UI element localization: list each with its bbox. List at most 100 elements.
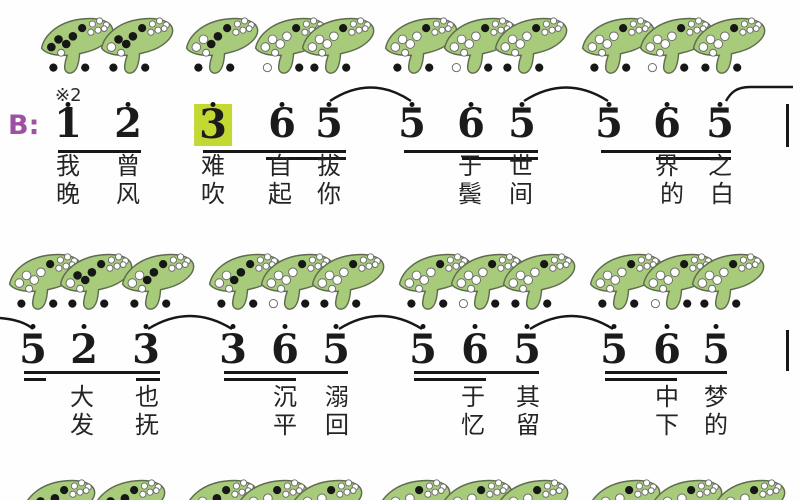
note-5: 5 xyxy=(315,100,343,147)
slur-tie xyxy=(724,85,793,102)
note-octave-dot xyxy=(210,102,216,107)
ocarina-fingering-chart-partial-5 xyxy=(585,474,663,500)
note-octave-dot xyxy=(326,102,332,107)
ocarina-icon xyxy=(692,17,766,74)
ocarina-icon xyxy=(382,479,451,500)
beam-line xyxy=(58,150,141,153)
slur-tie xyxy=(523,86,609,103)
note-5: 5 xyxy=(322,326,350,373)
ocarina-icon xyxy=(294,479,363,500)
note-octave-dot xyxy=(81,324,87,329)
note-5: 5 xyxy=(595,100,623,147)
lyric-char: 自 xyxy=(268,152,292,180)
lyric-char: 大 xyxy=(70,383,94,411)
ocarina-icon xyxy=(97,479,166,500)
repeat-annotation: ※2 xyxy=(55,85,82,106)
lyric-char: 留 xyxy=(516,411,540,439)
note-octave-dot xyxy=(713,324,719,329)
ocarina-fingering-chart-5 xyxy=(6,248,84,312)
note-5: 5 xyxy=(398,100,426,147)
note-octave-dot xyxy=(30,324,36,329)
note-5: 5 xyxy=(19,326,47,373)
ocarina-fingering-chart-5 xyxy=(587,248,665,312)
ocarina-icon xyxy=(592,479,661,500)
ocarina-fingering-chart-partial-2 xyxy=(90,474,168,500)
lyric-char: 忆 xyxy=(461,411,485,439)
ocarina-fingering-chart-2 xyxy=(57,248,135,312)
lyric-char: 中 xyxy=(655,383,679,411)
note-6: 6 xyxy=(457,100,485,147)
note-5: 5 xyxy=(508,100,536,147)
beam-line-second xyxy=(266,157,346,160)
lyric-char: 我 xyxy=(56,152,80,180)
note-octave-dot xyxy=(664,324,670,329)
lyric-char: 的 xyxy=(704,411,728,439)
lyric-char: 世 xyxy=(509,152,533,180)
note-octave-dot xyxy=(143,324,149,329)
lyric-char: 界 xyxy=(655,152,679,180)
note-6: 6 xyxy=(461,326,489,373)
lyric-char: 抚 xyxy=(135,411,159,439)
ocarina-fingering-chart-1 xyxy=(38,12,116,76)
ocarina-fingering-chart-partial-6 xyxy=(437,474,515,500)
lyric-char: 梦 xyxy=(704,383,728,411)
ocarina-fingering-chart-partial-5 xyxy=(287,474,365,500)
ocarina-fingering-chart-5 xyxy=(299,12,377,76)
lyric-char: 风 xyxy=(116,180,140,208)
ocarina-icon xyxy=(27,479,96,500)
lyric-char: 其 xyxy=(516,383,540,411)
ocarina-fingering-chart-3 xyxy=(119,248,197,312)
ocarina-fingering-chart-5 xyxy=(396,248,474,312)
note-octave-dot xyxy=(664,102,670,107)
note-6: 6 xyxy=(653,326,681,373)
note-5: 5 xyxy=(513,326,541,373)
lyric-char: 拔 xyxy=(317,152,341,180)
ocarina-icon xyxy=(301,17,375,74)
lyric-char: 下 xyxy=(655,411,679,439)
beam-line-second xyxy=(414,378,486,381)
ocarina-fingering-chart-3 xyxy=(183,12,261,76)
lyric-char: 鬓 xyxy=(458,180,482,208)
ocarina-fingering-chart-partial-5 xyxy=(710,474,788,500)
ocarina-icon xyxy=(691,253,765,310)
ocarina-fingering-chart-partial-5 xyxy=(375,474,453,500)
lyric-char: 晚 xyxy=(56,180,80,208)
note-octave-dot xyxy=(333,324,339,329)
ocarina-icon xyxy=(100,17,174,74)
note-5: 5 xyxy=(706,100,734,147)
ocarina-icon xyxy=(717,479,786,500)
ocarina-icon xyxy=(450,253,524,310)
lyric-char: 之 xyxy=(708,152,732,180)
beam-line-second xyxy=(224,378,296,381)
note-5: 5 xyxy=(702,326,730,373)
ocarina-fingering-chart-6 xyxy=(252,12,330,76)
ocarina-icon xyxy=(654,479,723,500)
ocarina-fingering-chart-5 xyxy=(309,248,387,312)
ocarina-icon xyxy=(8,253,82,310)
note-octave-dot xyxy=(420,324,426,329)
note-octave-dot xyxy=(468,102,474,107)
note-octave-dot xyxy=(125,102,131,107)
lyric-char: 于 xyxy=(461,383,485,411)
ocarina-icon xyxy=(40,17,114,74)
lyric-char: 于 xyxy=(458,152,482,180)
ocarina-fingering-chart-5 xyxy=(492,12,570,76)
ocarina-fingering-chart-6 xyxy=(258,248,336,312)
ocarina-icon xyxy=(185,17,259,74)
ocarina-icon xyxy=(260,253,334,310)
note-1: 1 xyxy=(54,100,82,147)
lyric-char: 沉 xyxy=(273,383,297,411)
note-octave-dot xyxy=(519,102,525,107)
ocarina-fingering-chart-5 xyxy=(382,12,460,76)
note-octave-dot xyxy=(717,102,723,107)
lyric-char: 回 xyxy=(325,411,349,439)
ocarina-icon xyxy=(502,253,576,310)
ocarina-fingering-chart-3 xyxy=(206,248,284,312)
ocarina-icon xyxy=(121,253,195,310)
lyric-char: 起 xyxy=(268,180,292,208)
ocarina-fingering-chart-5 xyxy=(689,248,767,312)
ocarina-fingering-chart-6 xyxy=(441,12,519,76)
lyric-char: 也 xyxy=(135,383,159,411)
ocarina-fingering-chart-5 xyxy=(500,248,578,312)
ocarina-icon xyxy=(443,17,517,74)
